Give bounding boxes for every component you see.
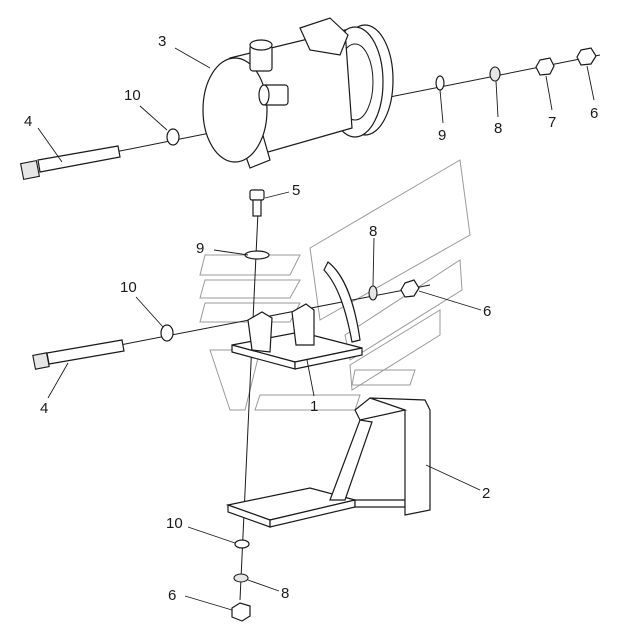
callout-8: 8 [281, 585, 289, 602]
callout-10: 10 [120, 279, 137, 296]
vertical-bolt [249, 189, 265, 217]
bracket-2 [225, 397, 431, 528]
upper-nut-7 [535, 57, 555, 76]
callout-1: 1 [310, 398, 318, 415]
upper-lockwasher-8 [489, 66, 501, 82]
mid-washer-9 [244, 250, 270, 260]
callout-10: 10 [166, 515, 183, 532]
callout-6: 6 [168, 587, 176, 604]
callout-labels: 3 10 4 9 8 7 6 5 9 8 10 6 4 1 2 10 6 8 [24, 33, 598, 604]
upper-bolt [19, 145, 121, 181]
callout-4: 4 [40, 400, 48, 417]
callout-9: 9 [196, 240, 204, 257]
lower-lockwasher-8 [233, 573, 249, 583]
callout-4: 4 [24, 113, 32, 130]
mid-nut-6 [400, 279, 420, 298]
compressor [202, 17, 394, 169]
bracket-1 [231, 261, 363, 370]
callout-7: 7 [548, 114, 556, 131]
upper-nut-6 [576, 47, 597, 66]
callout-6: 6 [483, 303, 491, 320]
vertical-bolt-axis [239, 211, 259, 601]
upper-washer-9 [435, 75, 445, 91]
callout-9: 9 [438, 127, 446, 144]
callout-5: 5 [292, 182, 300, 199]
callout-8: 8 [494, 120, 502, 137]
lower-nut-6 [231, 602, 251, 622]
callout-10: 10 [124, 87, 141, 104]
mid-lockwasher-8 [368, 285, 378, 301]
callout-2: 2 [482, 485, 490, 502]
upper-washer-10 [166, 128, 180, 146]
leader-lines [37, 47, 595, 611]
callout-3: 3 [158, 33, 166, 50]
callout-6: 6 [590, 105, 598, 122]
callout-8: 8 [369, 223, 377, 240]
middle-bolt [32, 339, 125, 370]
mid-washer-10 [160, 324, 174, 342]
lower-washer-10 [234, 539, 250, 549]
